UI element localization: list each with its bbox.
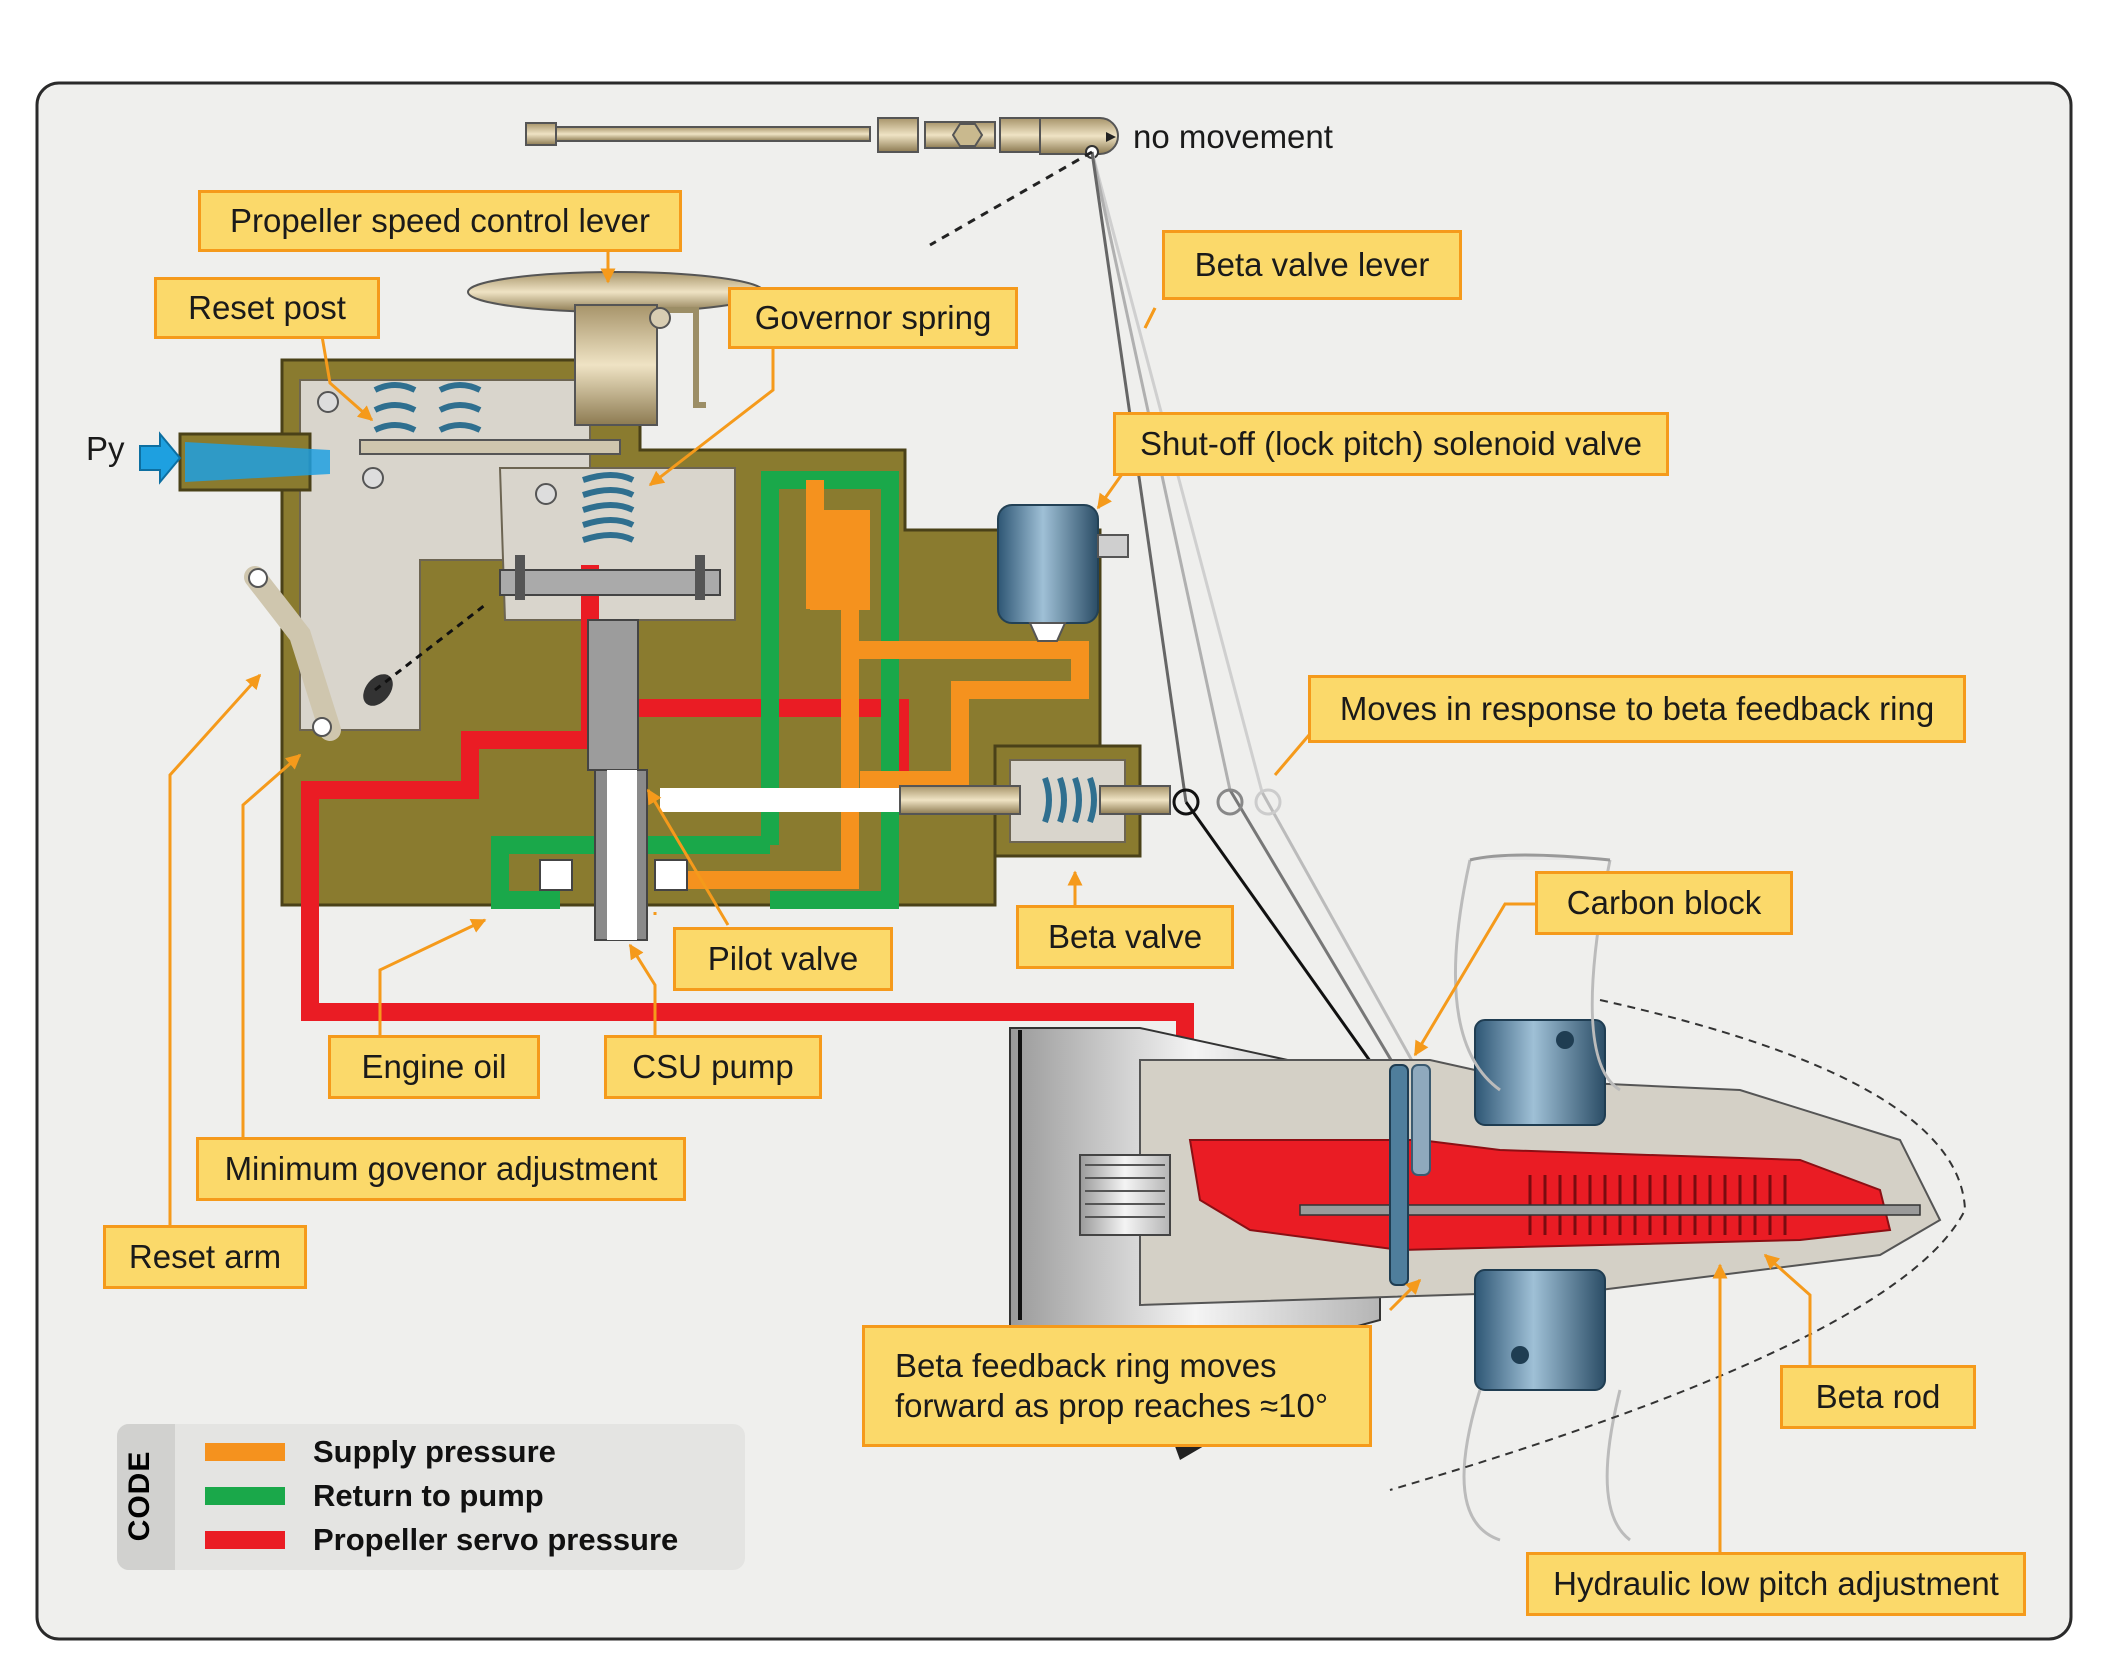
callout-beta-rod: Beta rod [1780,1365,1976,1429]
pilot-valve [539,619,688,941]
control-rod [525,117,1119,159]
beta-feedback-line-1: Beta feedback ring moves [895,1347,1277,1384]
legend-side: CODE [117,1424,175,1570]
legend-label-servo: Propeller servo pressure [313,1522,679,1557]
callout-propeller-speed-control-lever: Propeller speed control lever [198,190,682,252]
speed-control-assembly [467,271,765,600]
legend-label-supply: Supply pressure [313,1434,556,1469]
propeller-hub [1009,853,1967,1542]
legend-item-supply: Supply pressure [205,1432,556,1472]
reset-mechanism [244,382,621,741]
legend-item-return: Return to pump [205,1476,544,1516]
beta-feedback-line-2: forward as prop reaches ≈10° [895,1387,1329,1424]
supply-passage [680,480,1089,889]
no-movement-label: no movement [1133,118,1333,155]
legend-swatch-servo [205,1531,285,1549]
callout-beta-feedback-ring: Beta feedback ring moves forward as prop… [862,1325,1372,1447]
legend-swatch-return [205,1487,285,1505]
callout-pilot-valve: Pilot valve [673,927,893,991]
shutoff-solenoid [997,504,1129,642]
callout-beta-valve-lever: Beta valve lever [1162,230,1462,300]
callout-moves-in-response: Moves in response to beta feedback ring [1308,675,1966,743]
callout-carbon-block: Carbon block [1535,871,1793,935]
callout-hydraulic-low-pitch: Hydraulic low pitch adjustment [1526,1552,2026,1616]
callout-minimum-governor-adjustment: Minimum govenor adjustment [196,1137,686,1201]
legend-swatch-supply [205,1443,285,1461]
legend: CODE Supply pressure Return to pump Prop… [117,1424,745,1570]
legend-item-servo: Propeller servo pressure [205,1520,678,1560]
callout-shutoff-solenoid: Shut-off (lock pitch) solenoid valve [1113,412,1669,476]
callout-csu-pump: CSU pump [604,1035,822,1099]
callout-reset-post: Reset post [154,277,380,339]
callout-beta-valve: Beta valve [1016,905,1234,969]
callout-engine-oil: Engine oil [328,1035,540,1099]
callout-reset-arm: Reset arm [103,1225,307,1289]
callout-governor-spring: Governor spring [728,287,1018,349]
legend-label-return: Return to pump [313,1478,544,1513]
py-label: Py [86,430,125,467]
legend-title: CODE [123,1450,156,1542]
beta-valve-spool [899,776,1282,824]
